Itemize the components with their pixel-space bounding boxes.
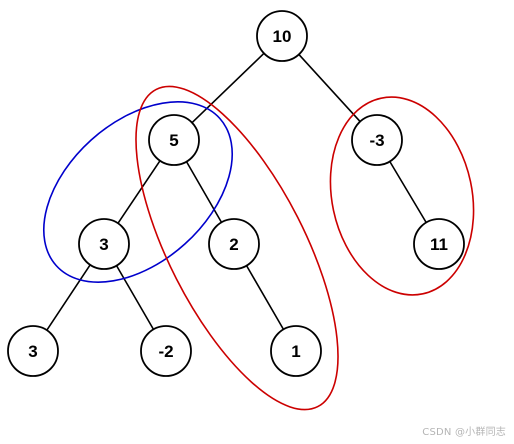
tree-edge-left-left-to-left-left-left <box>46 264 91 331</box>
node-value-label: 2 <box>229 235 238 254</box>
tree-edges <box>46 52 427 331</box>
node-circle <box>351 114 403 166</box>
node-value-label: 10 <box>273 27 292 46</box>
highlight-path-minus3-11 <box>329 96 475 296</box>
node-value-label: 5 <box>169 131 178 150</box>
node-value-label: 3 <box>28 342 37 361</box>
tree-node-left-left-left: 3 <box>7 325 59 377</box>
tree-node-root: 10 <box>256 10 308 62</box>
tree-edge-left-left-to-left-left-right <box>115 265 155 330</box>
node-value-label: 3 <box>99 235 108 254</box>
node-circle <box>256 10 308 62</box>
node-circle <box>7 325 59 377</box>
tree-node-left-left: 3 <box>78 218 130 270</box>
node-circle <box>208 218 260 270</box>
tree-node-left: 5 <box>148 114 200 166</box>
node-value-label: 11 <box>430 235 448 254</box>
tree-edge-left-to-left-left <box>117 160 161 224</box>
node-value-label: -2 <box>158 342 173 361</box>
tree-edge-left-right-to-left-right-right <box>245 265 285 330</box>
node-circle <box>148 114 200 166</box>
node-circle <box>140 325 192 377</box>
tree-node-left-right: 2 <box>208 218 260 270</box>
tree-node-left-right-right: 1 <box>270 325 322 377</box>
node-value-label: 1 <box>291 342 300 361</box>
node-circle <box>270 325 322 377</box>
tree-node-left-left-right: -2 <box>140 325 192 377</box>
highlight-path-5-3 <box>42 101 234 283</box>
tree-edge-root-to-right <box>298 53 361 123</box>
highlight-path-5-2-1 <box>135 85 339 411</box>
tree-node-right-right: 11 <box>413 218 465 270</box>
tree-nodes: 10 5 -3 3 2 11 3 -2 1 <box>7 10 465 377</box>
tree-edge-right-to-right-right <box>389 161 427 223</box>
node-value-label: -3 <box>369 131 384 150</box>
node-circle <box>413 218 465 270</box>
watermark: CSDN @小群同志 <box>422 427 506 438</box>
tree-edge-root-to-left <box>191 52 265 124</box>
path-highlights <box>42 85 475 411</box>
tree-node-right: -3 <box>351 114 403 166</box>
node-circle <box>78 218 130 270</box>
tree-edge-left-to-left-right <box>185 161 223 223</box>
